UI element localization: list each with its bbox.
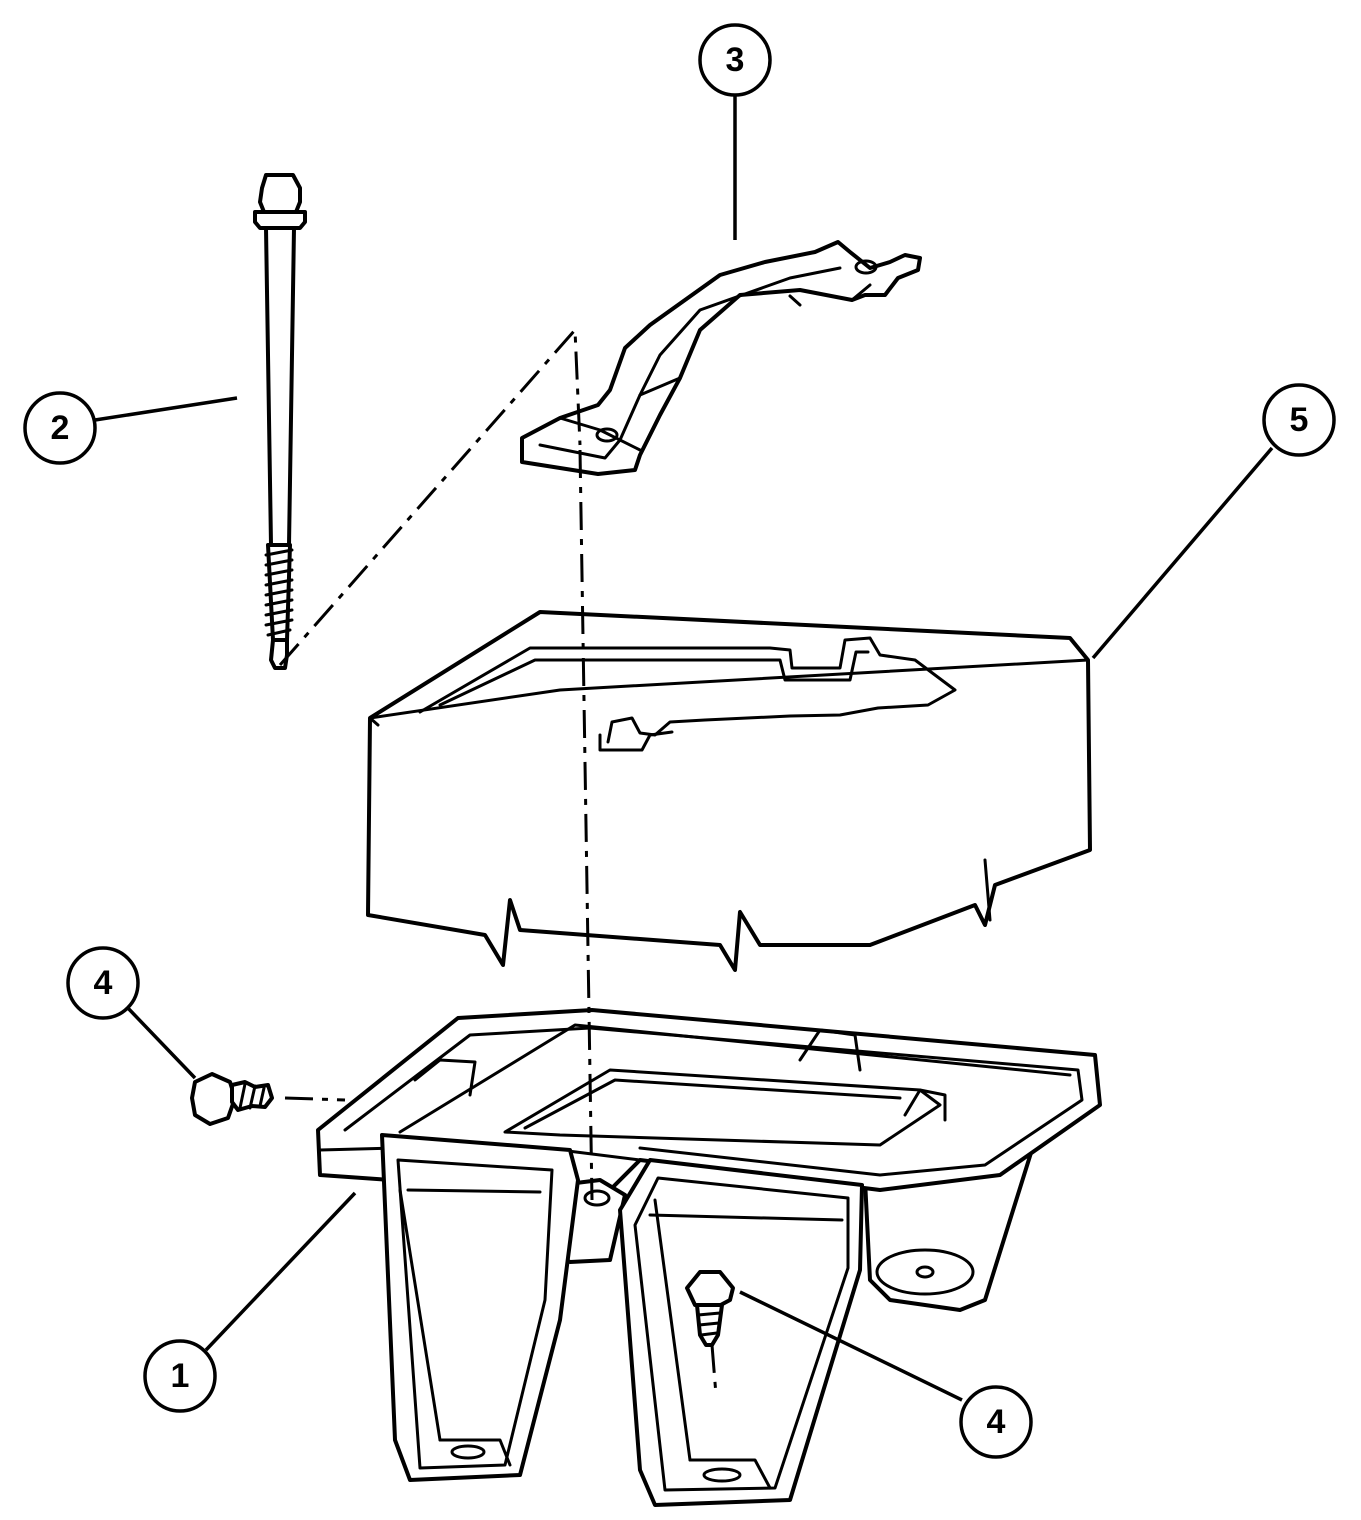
callout-label: 3 [726, 41, 745, 79]
tray-screw-front [685, 1270, 735, 1347]
hold-down-clamp [520, 240, 922, 476]
callout-label: 4 [987, 1403, 1006, 1441]
callout-2: 2 [23, 391, 97, 465]
callout-label: 4 [94, 964, 113, 1002]
callout-label: 5 [1290, 401, 1309, 439]
callout-4-side: 4 [66, 946, 140, 1020]
callout-3: 3 [698, 23, 772, 97]
callout-label: 2 [51, 409, 70, 447]
hold-down-bolt [253, 173, 307, 670]
battery [366, 610, 1092, 972]
callout-1: 1 [143, 1339, 217, 1413]
callout-label: 1 [171, 1357, 190, 1395]
tray-screw-side [190, 1072, 274, 1126]
leader-lines [94, 93, 1274, 1402]
battery-tray [316, 1008, 1102, 1507]
callout-4-front: 4 [959, 1385, 1033, 1459]
assembly-lines [278, 326, 718, 1396]
callout-5: 5 [1262, 383, 1336, 457]
